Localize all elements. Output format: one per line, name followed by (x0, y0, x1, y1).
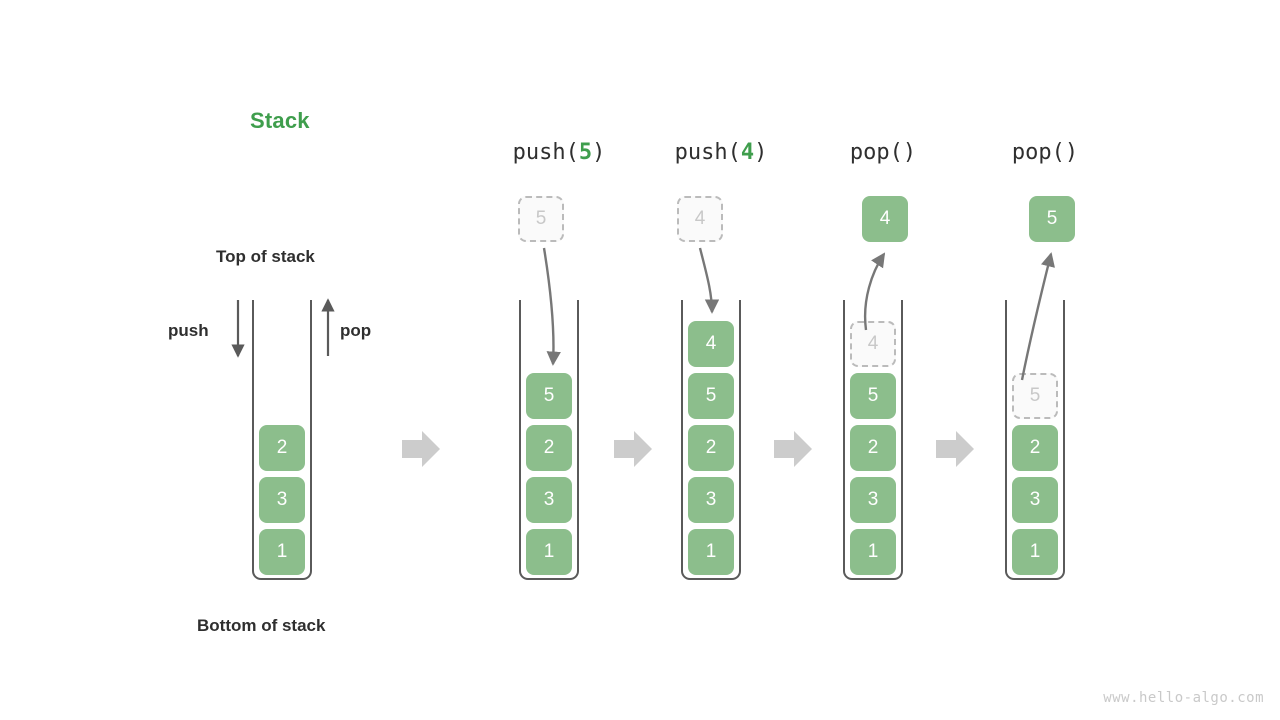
watermark: www.hello-algo.com (1103, 690, 1264, 706)
stack-cell: 2 (1012, 425, 1058, 471)
stack-cell-ghost: 5 (1012, 373, 1058, 419)
stack-cell: 2 (526, 425, 572, 471)
header-argument: 4 (740, 140, 755, 165)
pending-element-ghost: 4 (677, 196, 723, 242)
column-header-pop-2: pop() (1011, 140, 1079, 165)
stack-cell: 3 (259, 477, 305, 523)
push-label: push (168, 321, 209, 340)
connector-arrow-2 (614, 431, 652, 467)
stack-cell: 5 (850, 373, 896, 419)
stack-cell: 3 (526, 477, 572, 523)
stack-cell: 3 (850, 477, 896, 523)
stack-container-push-5 (519, 300, 579, 580)
stack-cell: 1 (526, 529, 572, 575)
stack-cell: 4 (688, 321, 734, 367)
stack-cell: 1 (259, 529, 305, 575)
stack-cell: 1 (1012, 529, 1058, 575)
stack-cell: 5 (526, 373, 572, 419)
bottom-of-stack-label: Bottom of stack (197, 616, 326, 635)
column-header-push-5: push(5) (512, 140, 606, 165)
column-header-push-4: push(4) (674, 140, 768, 165)
popped-element: 4 (862, 196, 908, 242)
column-header-pop-1: pop() (849, 140, 917, 165)
stack-container-push-4 (681, 300, 741, 580)
header-argument: 5 (578, 140, 593, 165)
stack-cell: 2 (850, 425, 896, 471)
stack-cell: 1 (850, 529, 896, 575)
stack-cell: 3 (1012, 477, 1058, 523)
pending-element-ghost: 5 (518, 196, 564, 242)
stack-cell: 2 (688, 425, 734, 471)
stack-container-pop-1 (843, 300, 903, 580)
stack-cell-ghost: 4 (850, 321, 896, 367)
pop-label: pop (340, 321, 372, 340)
stack-cell: 1 (688, 529, 734, 575)
connector-arrow-3 (774, 431, 812, 467)
stack-cell: 5 (688, 373, 734, 419)
top-of-stack-label: Top of stack (216, 247, 315, 266)
stack-container-pop-2 (1005, 300, 1065, 580)
page-title: Stack (250, 108, 310, 133)
connector-arrow-1 (402, 431, 440, 467)
popped-element: 5 (1029, 196, 1075, 242)
stack-cell: 2 (259, 425, 305, 471)
stack-cell: 3 (688, 477, 734, 523)
stack-container-initial (252, 300, 312, 580)
connector-arrow-4 (936, 431, 974, 467)
